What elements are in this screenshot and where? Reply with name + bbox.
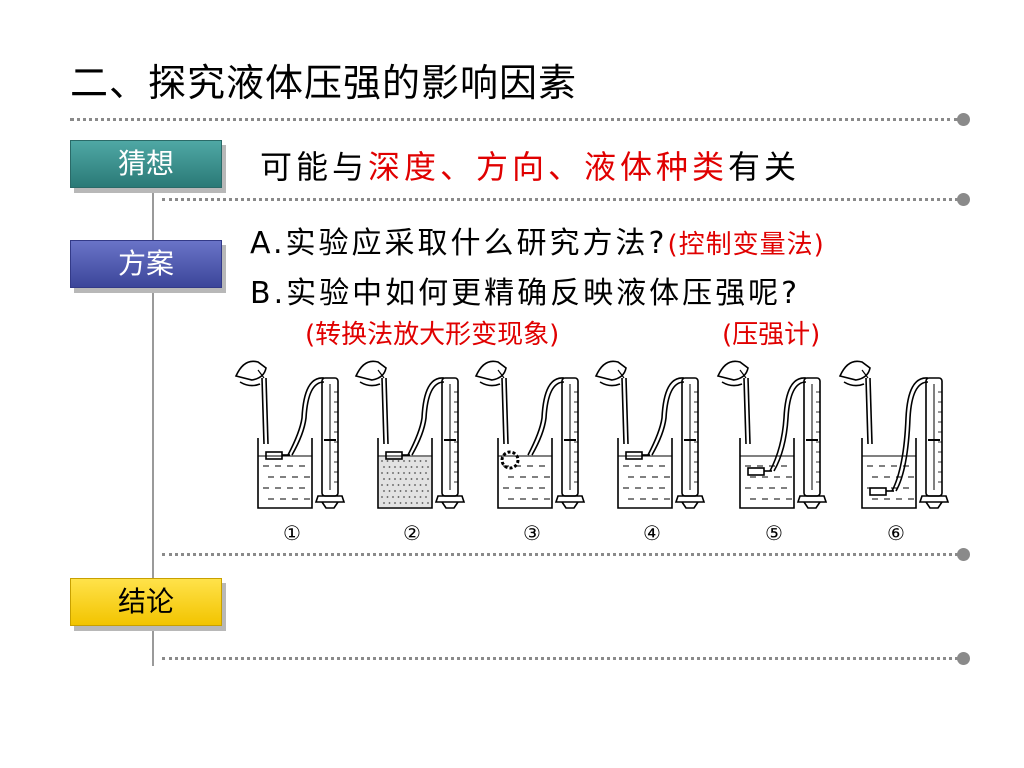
divider-guess (162, 193, 970, 206)
experiment-figure: ① (234, 360, 346, 545)
experiment-number: ⑥ (887, 521, 905, 545)
experiment-figures: ① ② ③ ④ ⑤ ⑥ (234, 360, 950, 545)
conclusion-label: 结论 (70, 578, 222, 626)
divider-end-dot (957, 548, 970, 561)
experiment-number: ① (283, 521, 301, 545)
slide-title: 二、探究液体压强的影响因素 (70, 61, 578, 105)
experiment-figure: ⑥ (838, 360, 950, 545)
divider-bottom (162, 652, 970, 665)
answer-a-text: (控制变量法) (667, 230, 825, 260)
experiment-number: ④ (643, 521, 661, 545)
plan-question-b: B.实验中如何更精确反映液体压强呢? (250, 276, 801, 311)
experiment-figure: ⑤ (716, 360, 828, 545)
guess-highlight: 深度、方向、液体种类 (368, 148, 729, 186)
divider-end-dot (957, 193, 970, 206)
answer-b-conversion: (转换法放大形变现象) (305, 320, 560, 350)
experiment-number: ③ (523, 521, 541, 545)
guess-suffix: 有关 (728, 148, 801, 186)
plan-question-a: A.实验应采取什么研究方法?(控制变量法) (250, 218, 825, 262)
question-a-text: A.实验应采取什么研究方法? (250, 226, 668, 261)
answer-b-manometer: (压强计) (722, 320, 821, 350)
guess-prefix: 可能与 (260, 148, 369, 186)
divider-end-dot (957, 652, 970, 665)
divider-end-dot (957, 113, 970, 126)
guess-text: 可能与深度、方向、液体种类有关 (260, 142, 800, 188)
experiment-figure: ④ (594, 360, 706, 545)
guess-label: 猜想 (70, 140, 222, 188)
experiment-figure: ③ (474, 360, 586, 545)
divider-plan (162, 548, 970, 561)
divider-top (70, 113, 970, 126)
experiment-number: ⑤ (765, 521, 783, 545)
experiment-number: ② (403, 521, 421, 545)
plan-label: 方案 (70, 240, 222, 288)
vertical-divider (152, 190, 154, 666)
experiment-figure: ② (354, 360, 466, 545)
